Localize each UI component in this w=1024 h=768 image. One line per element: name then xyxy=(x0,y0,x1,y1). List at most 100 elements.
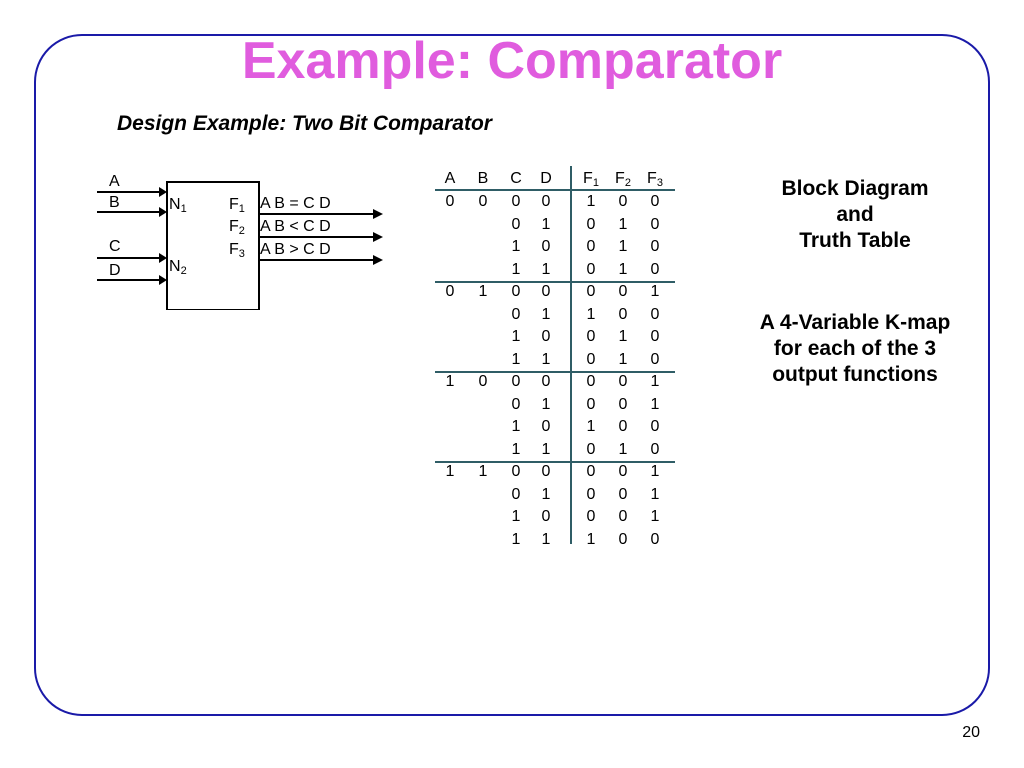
table-cell: 0 xyxy=(618,305,628,323)
table-cell: 1 xyxy=(511,418,521,435)
table-cell: 0 xyxy=(586,283,596,300)
input-label-b: B xyxy=(109,194,120,211)
table-header-cell: F3 xyxy=(647,170,663,189)
table-cell: 1 xyxy=(511,238,521,255)
slide-subtitle: Design Example: Two Bit Comparator xyxy=(117,112,492,135)
slide-frame xyxy=(34,34,990,716)
page-number: 20 xyxy=(962,724,980,741)
note-block-diagram: Block Diagram and Truth Table xyxy=(745,176,965,254)
table-cell: 1 xyxy=(650,463,660,480)
table-cell: 1 xyxy=(650,395,660,413)
table-cell: 0 xyxy=(586,238,596,255)
table-cell: 1 xyxy=(511,508,521,525)
note-kmap-line: output functions xyxy=(772,363,938,386)
table-cell: 0 xyxy=(650,328,660,345)
table-cell: 1 xyxy=(618,440,628,458)
table-cell: 1 xyxy=(586,418,596,435)
table-cell: 0 xyxy=(541,328,551,345)
table-cell: 0 xyxy=(618,373,628,390)
table-cell: 0 xyxy=(618,193,628,210)
table-cell: 1 xyxy=(511,328,521,345)
table-cell: 0 xyxy=(511,193,521,210)
table-cell: 1 xyxy=(478,463,488,480)
table-divider-vertical xyxy=(570,166,572,544)
table-header-cell: C xyxy=(510,170,522,187)
table-cell: 0 xyxy=(511,373,521,390)
table-cell: 0 xyxy=(650,193,660,210)
relation-label-eq: A B = C D xyxy=(260,195,331,212)
table-cell: 1 xyxy=(618,260,628,278)
input-arrow-a xyxy=(159,187,167,197)
block-label-n2: N2 xyxy=(169,258,187,277)
table-cell: 0 xyxy=(541,373,551,390)
table-header-cell: F2 xyxy=(615,170,631,189)
table-cell: 1 xyxy=(541,440,551,458)
table-divider-header xyxy=(435,189,675,191)
table-cell: 0 xyxy=(541,418,551,435)
table-cell: 1 xyxy=(511,260,521,278)
input-arrow-c xyxy=(159,253,167,263)
table-cell: 0 xyxy=(618,530,628,548)
table-cell: 1 xyxy=(445,373,455,390)
table-cell: 0 xyxy=(511,305,521,323)
table-cell: 0 xyxy=(541,508,551,525)
table-header-cell: A xyxy=(444,170,456,187)
table-cell: 0 xyxy=(478,193,488,210)
table-cell: 0 xyxy=(650,350,660,368)
table-cell: 1 xyxy=(445,463,455,480)
table-cell: 1 xyxy=(541,530,551,548)
table-cell: 0 xyxy=(618,485,628,503)
table-cell: 0 xyxy=(586,350,596,368)
table-cell: 0 xyxy=(618,418,628,435)
output-label-f1: F1 xyxy=(229,196,245,215)
table-cell: 1 xyxy=(618,350,628,368)
table-cell: 0 xyxy=(445,283,455,300)
table-cell: 0 xyxy=(650,530,660,548)
relation-label-gt: A B > C D xyxy=(260,241,331,258)
table-cell: 0 xyxy=(650,440,660,458)
table-cell: 1 xyxy=(618,215,628,233)
note-kmap-line: A 4-Variable K-map xyxy=(759,311,951,334)
table-cell: 0 xyxy=(511,215,521,233)
table-cell: 0 xyxy=(586,260,596,278)
table-cell: 0 xyxy=(586,215,596,233)
table-cell: 0 xyxy=(445,193,455,210)
block-label-n1: N1 xyxy=(169,196,187,215)
table-cell: 1 xyxy=(650,373,660,390)
table-cell: 1 xyxy=(618,238,628,255)
table-cell: 1 xyxy=(618,328,628,345)
output-arrow-f3 xyxy=(373,255,383,265)
table-header-cell: B xyxy=(477,170,489,187)
table-cell: 0 xyxy=(541,463,551,480)
note-block-line: Block Diagram xyxy=(781,177,929,200)
table-cell: 1 xyxy=(511,530,521,548)
table-cell: 1 xyxy=(586,305,596,323)
table-cell: 0 xyxy=(586,485,596,503)
comparator-block xyxy=(166,181,260,310)
table-cell: 0 xyxy=(586,508,596,525)
table-cell: 0 xyxy=(541,193,551,210)
input-label-a: A xyxy=(109,173,120,190)
block-diagram-lines xyxy=(97,181,383,310)
table-cell: 0 xyxy=(586,373,596,390)
table-cell: 1 xyxy=(541,215,551,233)
table-cell: 0 xyxy=(541,283,551,300)
table-cell: 0 xyxy=(650,215,660,233)
table-divider-group xyxy=(435,281,675,283)
table-cell: 0 xyxy=(586,395,596,413)
input-label-c: C xyxy=(109,238,121,255)
table-cell: 1 xyxy=(650,508,660,525)
table-cell: 0 xyxy=(586,328,596,345)
table-cell: 0 xyxy=(618,283,628,300)
table-cell: 0 xyxy=(650,238,660,255)
table-cell: 1 xyxy=(586,193,596,210)
slide-title: Example: Comparator xyxy=(241,32,783,90)
table-cell: 0 xyxy=(650,305,660,323)
table-cell: 0 xyxy=(511,395,521,413)
output-label-f2: F2 xyxy=(229,218,245,237)
table-cell: 1 xyxy=(511,440,521,458)
table-cell: 0 xyxy=(618,463,628,480)
block-diagram: A B C D N1 N2 F1 F2 F3 A B = C D A B < C… xyxy=(95,170,395,310)
table-cell: 0 xyxy=(618,395,628,413)
table-cell: 0 xyxy=(586,463,596,480)
